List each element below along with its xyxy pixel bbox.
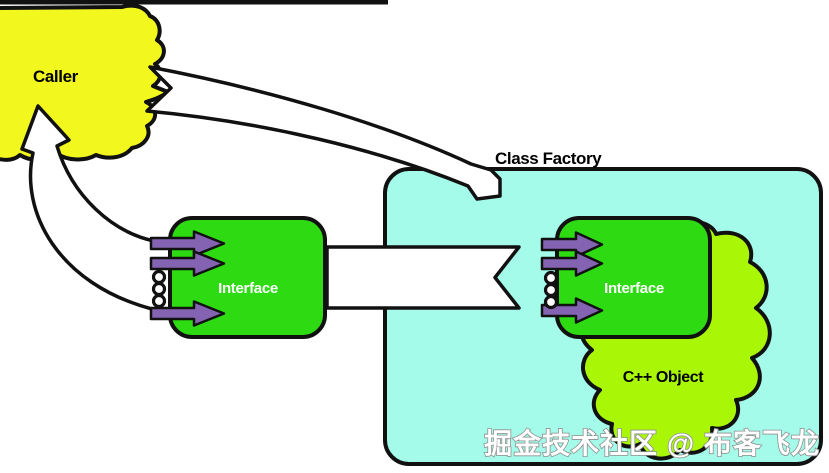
- caller-label: Caller: [33, 67, 79, 86]
- class-factory-label: Class Factory: [495, 149, 602, 168]
- ellipsis-dot-icon: [543, 270, 559, 286]
- interface-label-left: Interface: [218, 280, 278, 297]
- vtable-arrow-icon: [149, 300, 226, 327]
- interface-to-caller-arrow-outline: [20, 104, 155, 311]
- ellipsis-dot-icon: [151, 293, 167, 309]
- interface-connector-band: [325, 245, 521, 310]
- ellipsis-dot-icon: [151, 281, 167, 297]
- vtable-arrow-icon: [149, 230, 226, 257]
- vtable-arrow-icon: [540, 250, 604, 277]
- interface-label-right: Interface: [604, 280, 664, 297]
- vtable-arrow-icon: [540, 297, 604, 324]
- watermark-text: 掘金技术社区 @ 布客飞龙: [484, 427, 820, 459]
- vtable-arrow-icon: [540, 231, 604, 258]
- caller-to-factory-arrow: [145, 65, 502, 201]
- interface-to-caller-arrow-fill: [22, 106, 154, 309]
- ellipsis-dot-icon: [543, 294, 559, 310]
- cpp-object-label: C++ Object: [623, 369, 705, 386]
- vtable-arrow-icon: [149, 250, 226, 277]
- ellipsis-dot-icon: [151, 269, 167, 285]
- ellipsis-dot-icon: [543, 282, 559, 298]
